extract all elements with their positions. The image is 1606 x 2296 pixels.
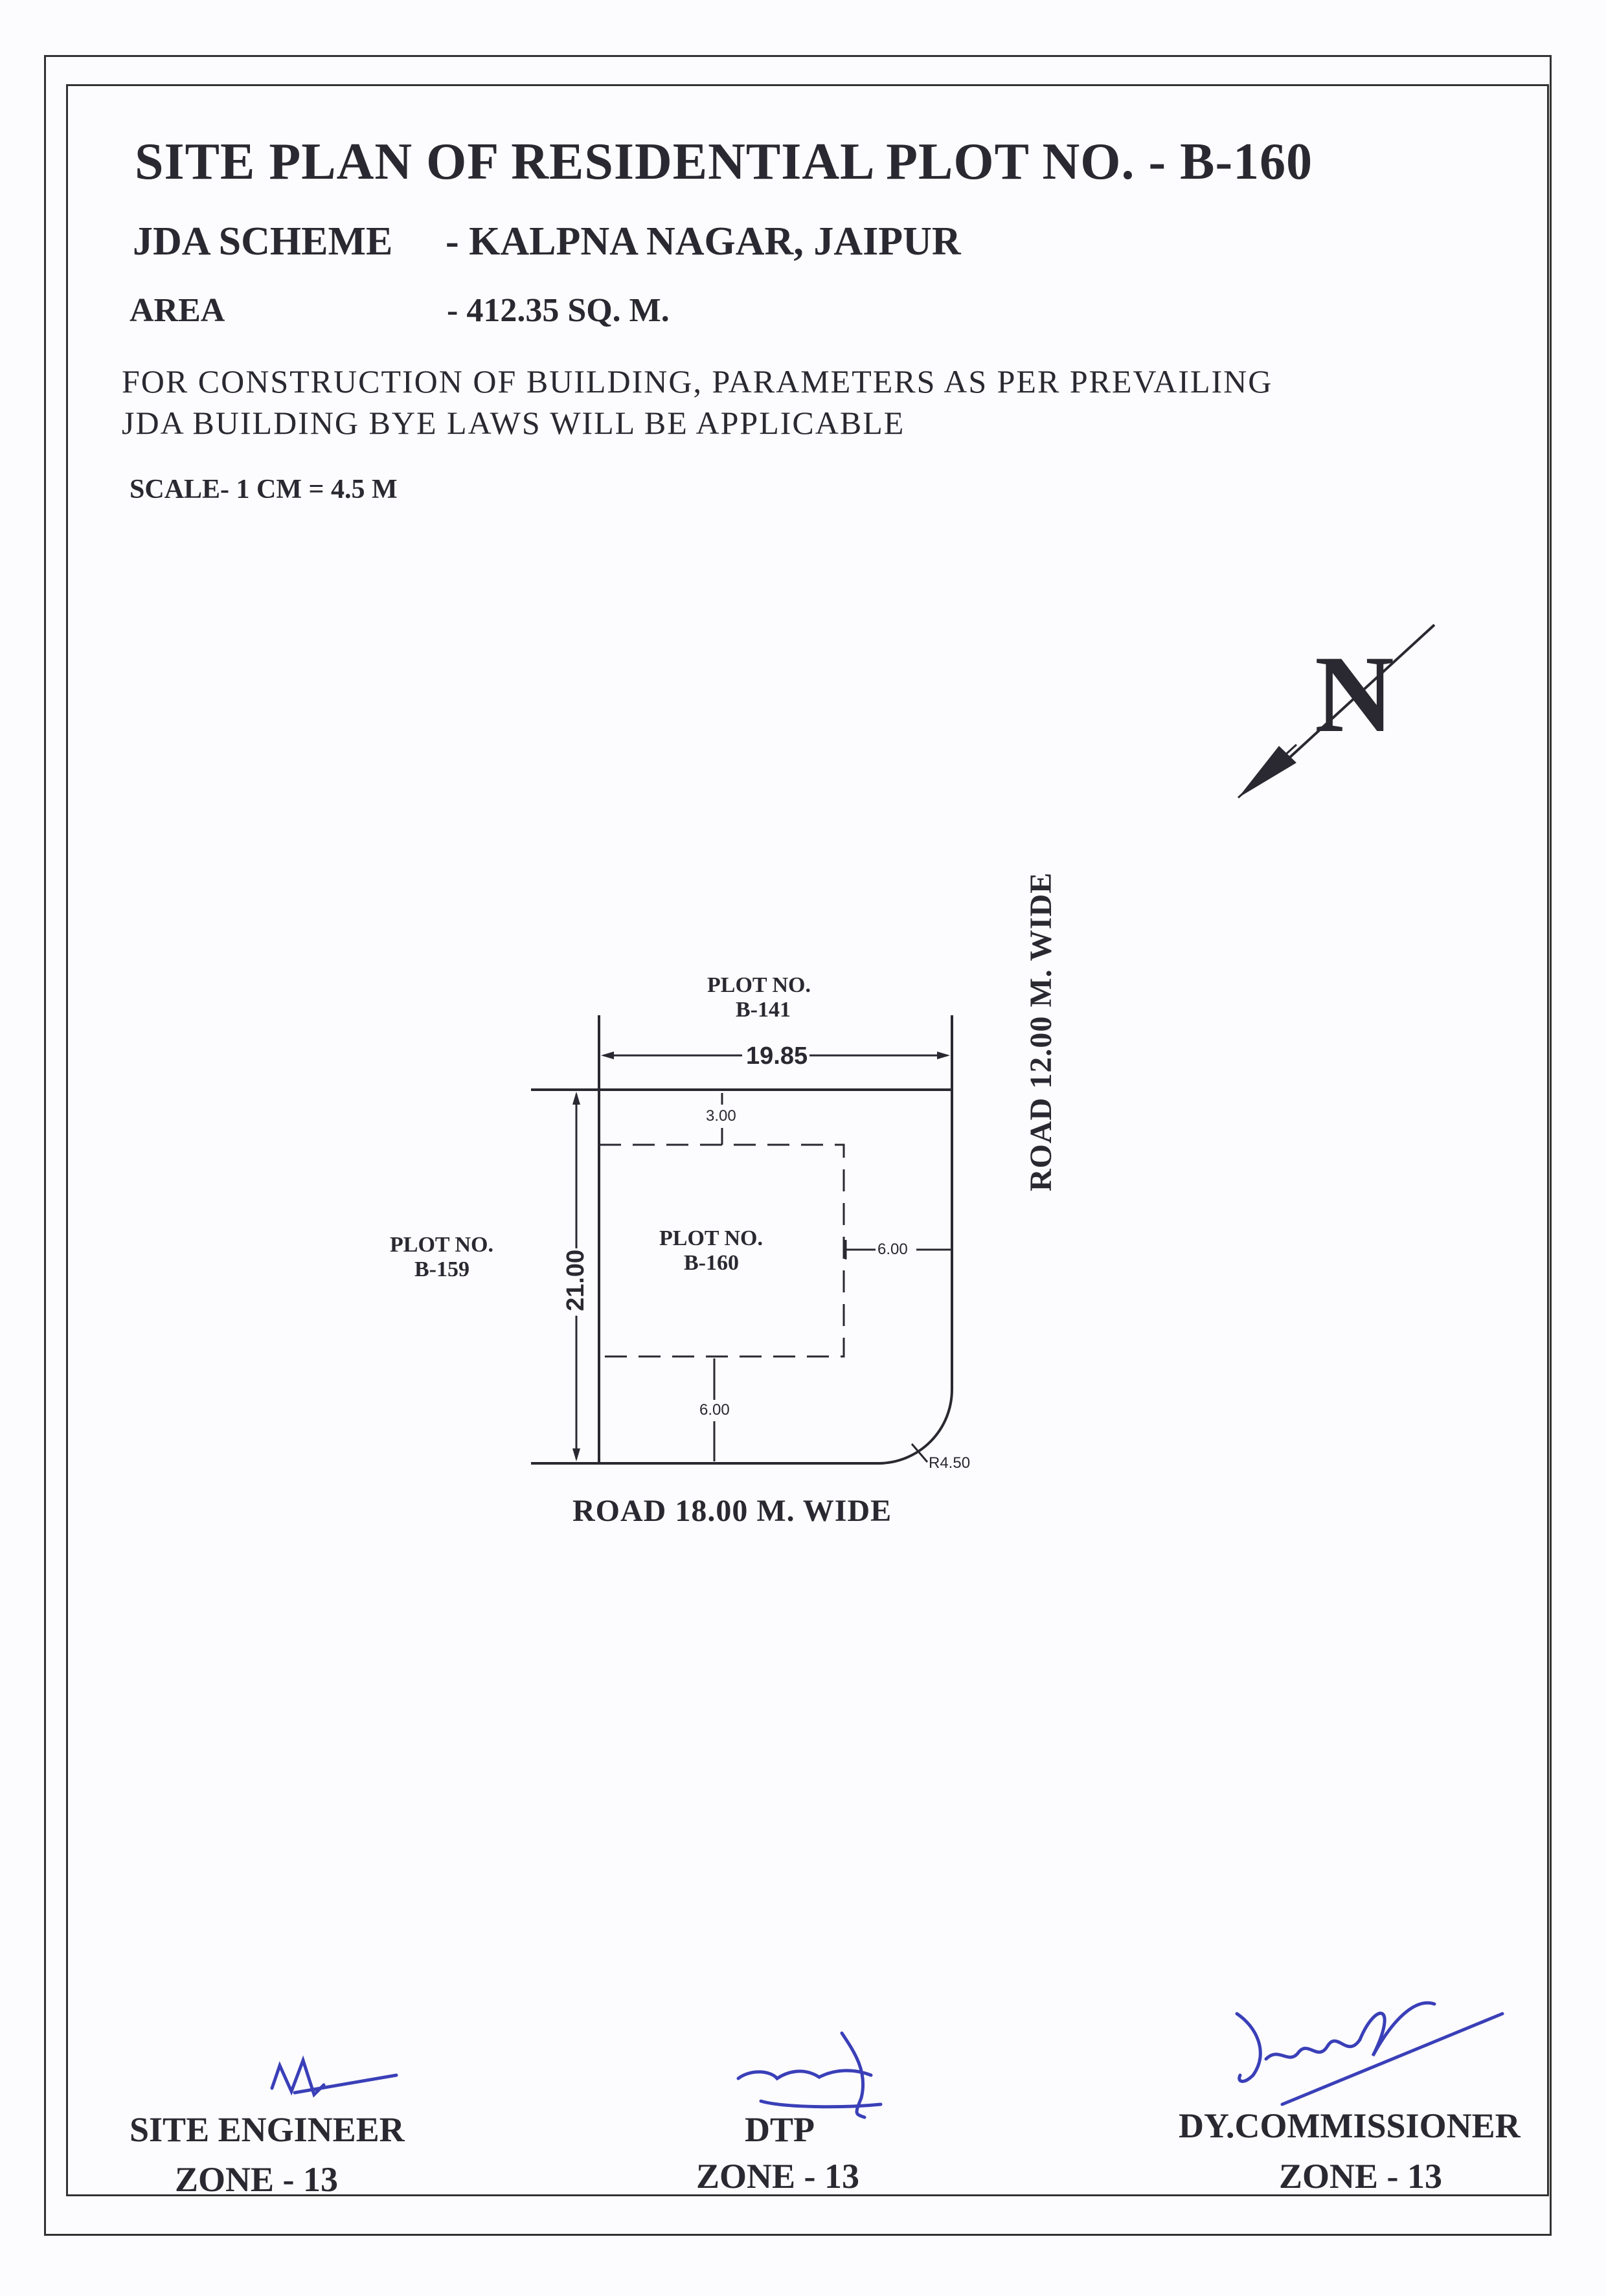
site-engineer-zone: ZONE - 13 (175, 2160, 339, 2199)
area-value: - 412.35 SQ. M. (447, 292, 670, 329)
rear-setback-label: 6.00 (699, 1401, 730, 1419)
plot-left-number: B-159 (414, 1257, 469, 1281)
dtp-role: DTP (745, 2110, 815, 2149)
site-engineer-role: SITE ENGINEER (130, 2110, 405, 2149)
plot-main-number: B-160 (684, 1251, 739, 1275)
corner-radius-label: R4.50 (929, 1454, 971, 1472)
page-border-outer (44, 55, 1552, 2236)
road-right-label: ROAD 12.00 M. WIDE (1024, 872, 1058, 1191)
scale-label: SCALE- 1 CM = 4.5 M (130, 475, 398, 504)
road-bottom-label: ROAD 18.00 M. WIDE (572, 1494, 892, 1528)
plot-top-label: PLOT NO. (707, 973, 811, 997)
page-title: SITE PLAN OF RESIDENTIAL PLOT NO. - B-16… (135, 133, 1313, 190)
front-setback-label: 3.00 (706, 1107, 736, 1125)
dy-commissioner-zone: ZONE - 13 (1279, 2157, 1443, 2196)
width-dimension-label: 19.85 (746, 1042, 808, 1070)
plot-main-label: PLOT NO. (659, 1226, 763, 1250)
scheme-value: - KALPNA NAGAR, JAIPUR (446, 219, 961, 264)
plot-left-label: PLOT NO. (390, 1233, 493, 1257)
signature-dtp-icon (736, 2031, 883, 2119)
signature-site-engineer-icon (270, 2055, 398, 2098)
north-arrow-icon (1237, 624, 1436, 799)
dy-commissioner-role: DY.COMMISSIONER (1179, 2106, 1521, 2145)
dtp-zone: ZONE - 13 (696, 2157, 860, 2196)
side-setback-label: 6.00 (877, 1241, 908, 1258)
north-letter: N (1315, 633, 1394, 755)
scheme-label: JDA SCHEME (133, 219, 393, 264)
depth-dimension-label: 21.00 (562, 1249, 589, 1311)
area-label: AREA (130, 292, 225, 329)
page-border-inner (66, 84, 1549, 2196)
signature-dy-commissioner-icon (1235, 2001, 1504, 2106)
width-dimension (601, 1052, 950, 1059)
depth-dimension (572, 1092, 580, 1461)
note-line-1: FOR CONSTRUCTION OF BUILDING, PARAMETERS… (122, 363, 1273, 400)
setback-leaders (713, 1093, 951, 1463)
plot-top-number: B-141 (736, 998, 791, 1022)
note-line-2: JDA BUILDING BYE LAWS WILL BE APPLICABLE (122, 405, 905, 441)
